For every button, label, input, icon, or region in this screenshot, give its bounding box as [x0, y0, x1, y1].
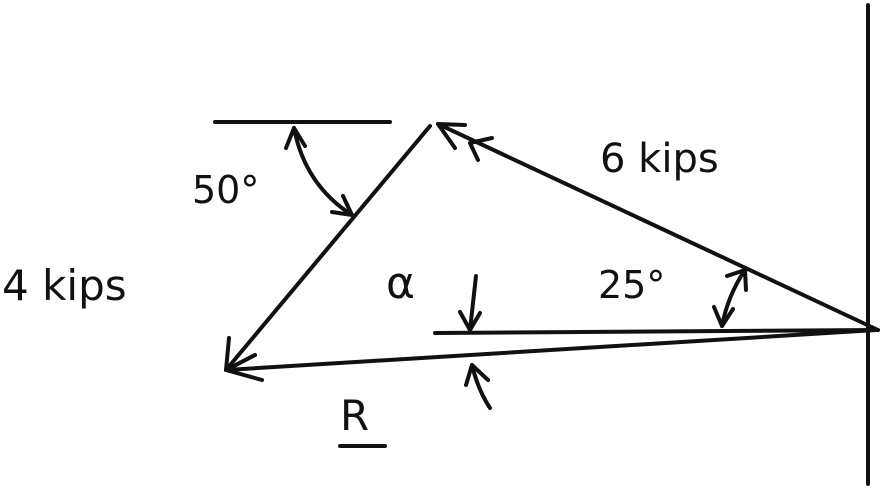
label-angle-25: 25° [598, 263, 665, 307]
label-angle-50: 50° [192, 168, 259, 212]
label-resultant: R [340, 391, 369, 440]
vector-6-kips-arrow-mark [468, 136, 494, 162]
vector-resultant [224, 328, 878, 372]
alpha-arrow-upper [468, 274, 478, 332]
label-6-kips: 6 kips [600, 136, 719, 182]
vector-6-kips-arrowhead [436, 122, 467, 150]
reference-line-horizontal [433, 328, 880, 335]
angle-arc-25-arrow-top [725, 268, 748, 292]
angle-arc-50 [292, 126, 354, 217]
vector-resultant-arrowhead [224, 353, 264, 382]
alpha-arrow-lower-head [464, 363, 490, 387]
label-4-kips: 4 kips [2, 261, 127, 310]
angle-arc-25-arrow-bottom [712, 305, 735, 328]
alpha-arrow-lower [470, 363, 492, 410]
label-alpha: α [386, 258, 415, 309]
angle-arc-50-arrow-bottom [330, 194, 354, 217]
vector-6-kips [436, 122, 880, 332]
angle-arc-50-arrow-top [284, 126, 307, 150]
vector-4-kips [224, 124, 432, 372]
alpha-arrow-upper-head [458, 310, 482, 332]
